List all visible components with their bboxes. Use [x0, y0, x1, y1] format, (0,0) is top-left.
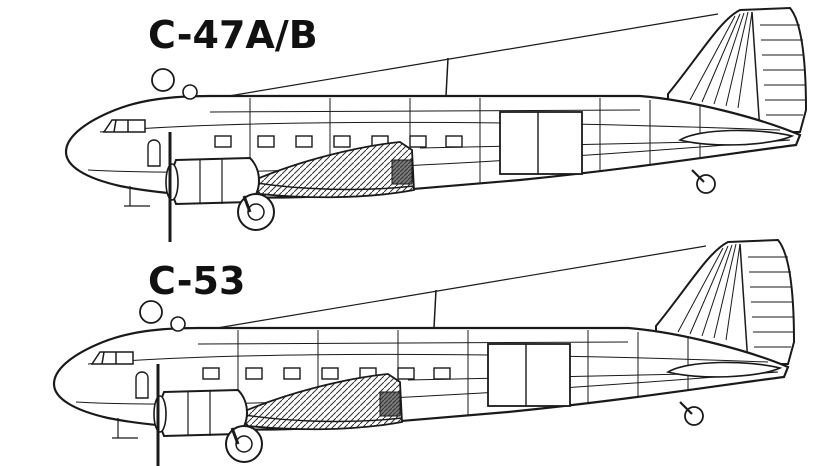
label-bottom: C-53 — [148, 259, 245, 303]
label-top: C-47A/B — [148, 13, 318, 57]
